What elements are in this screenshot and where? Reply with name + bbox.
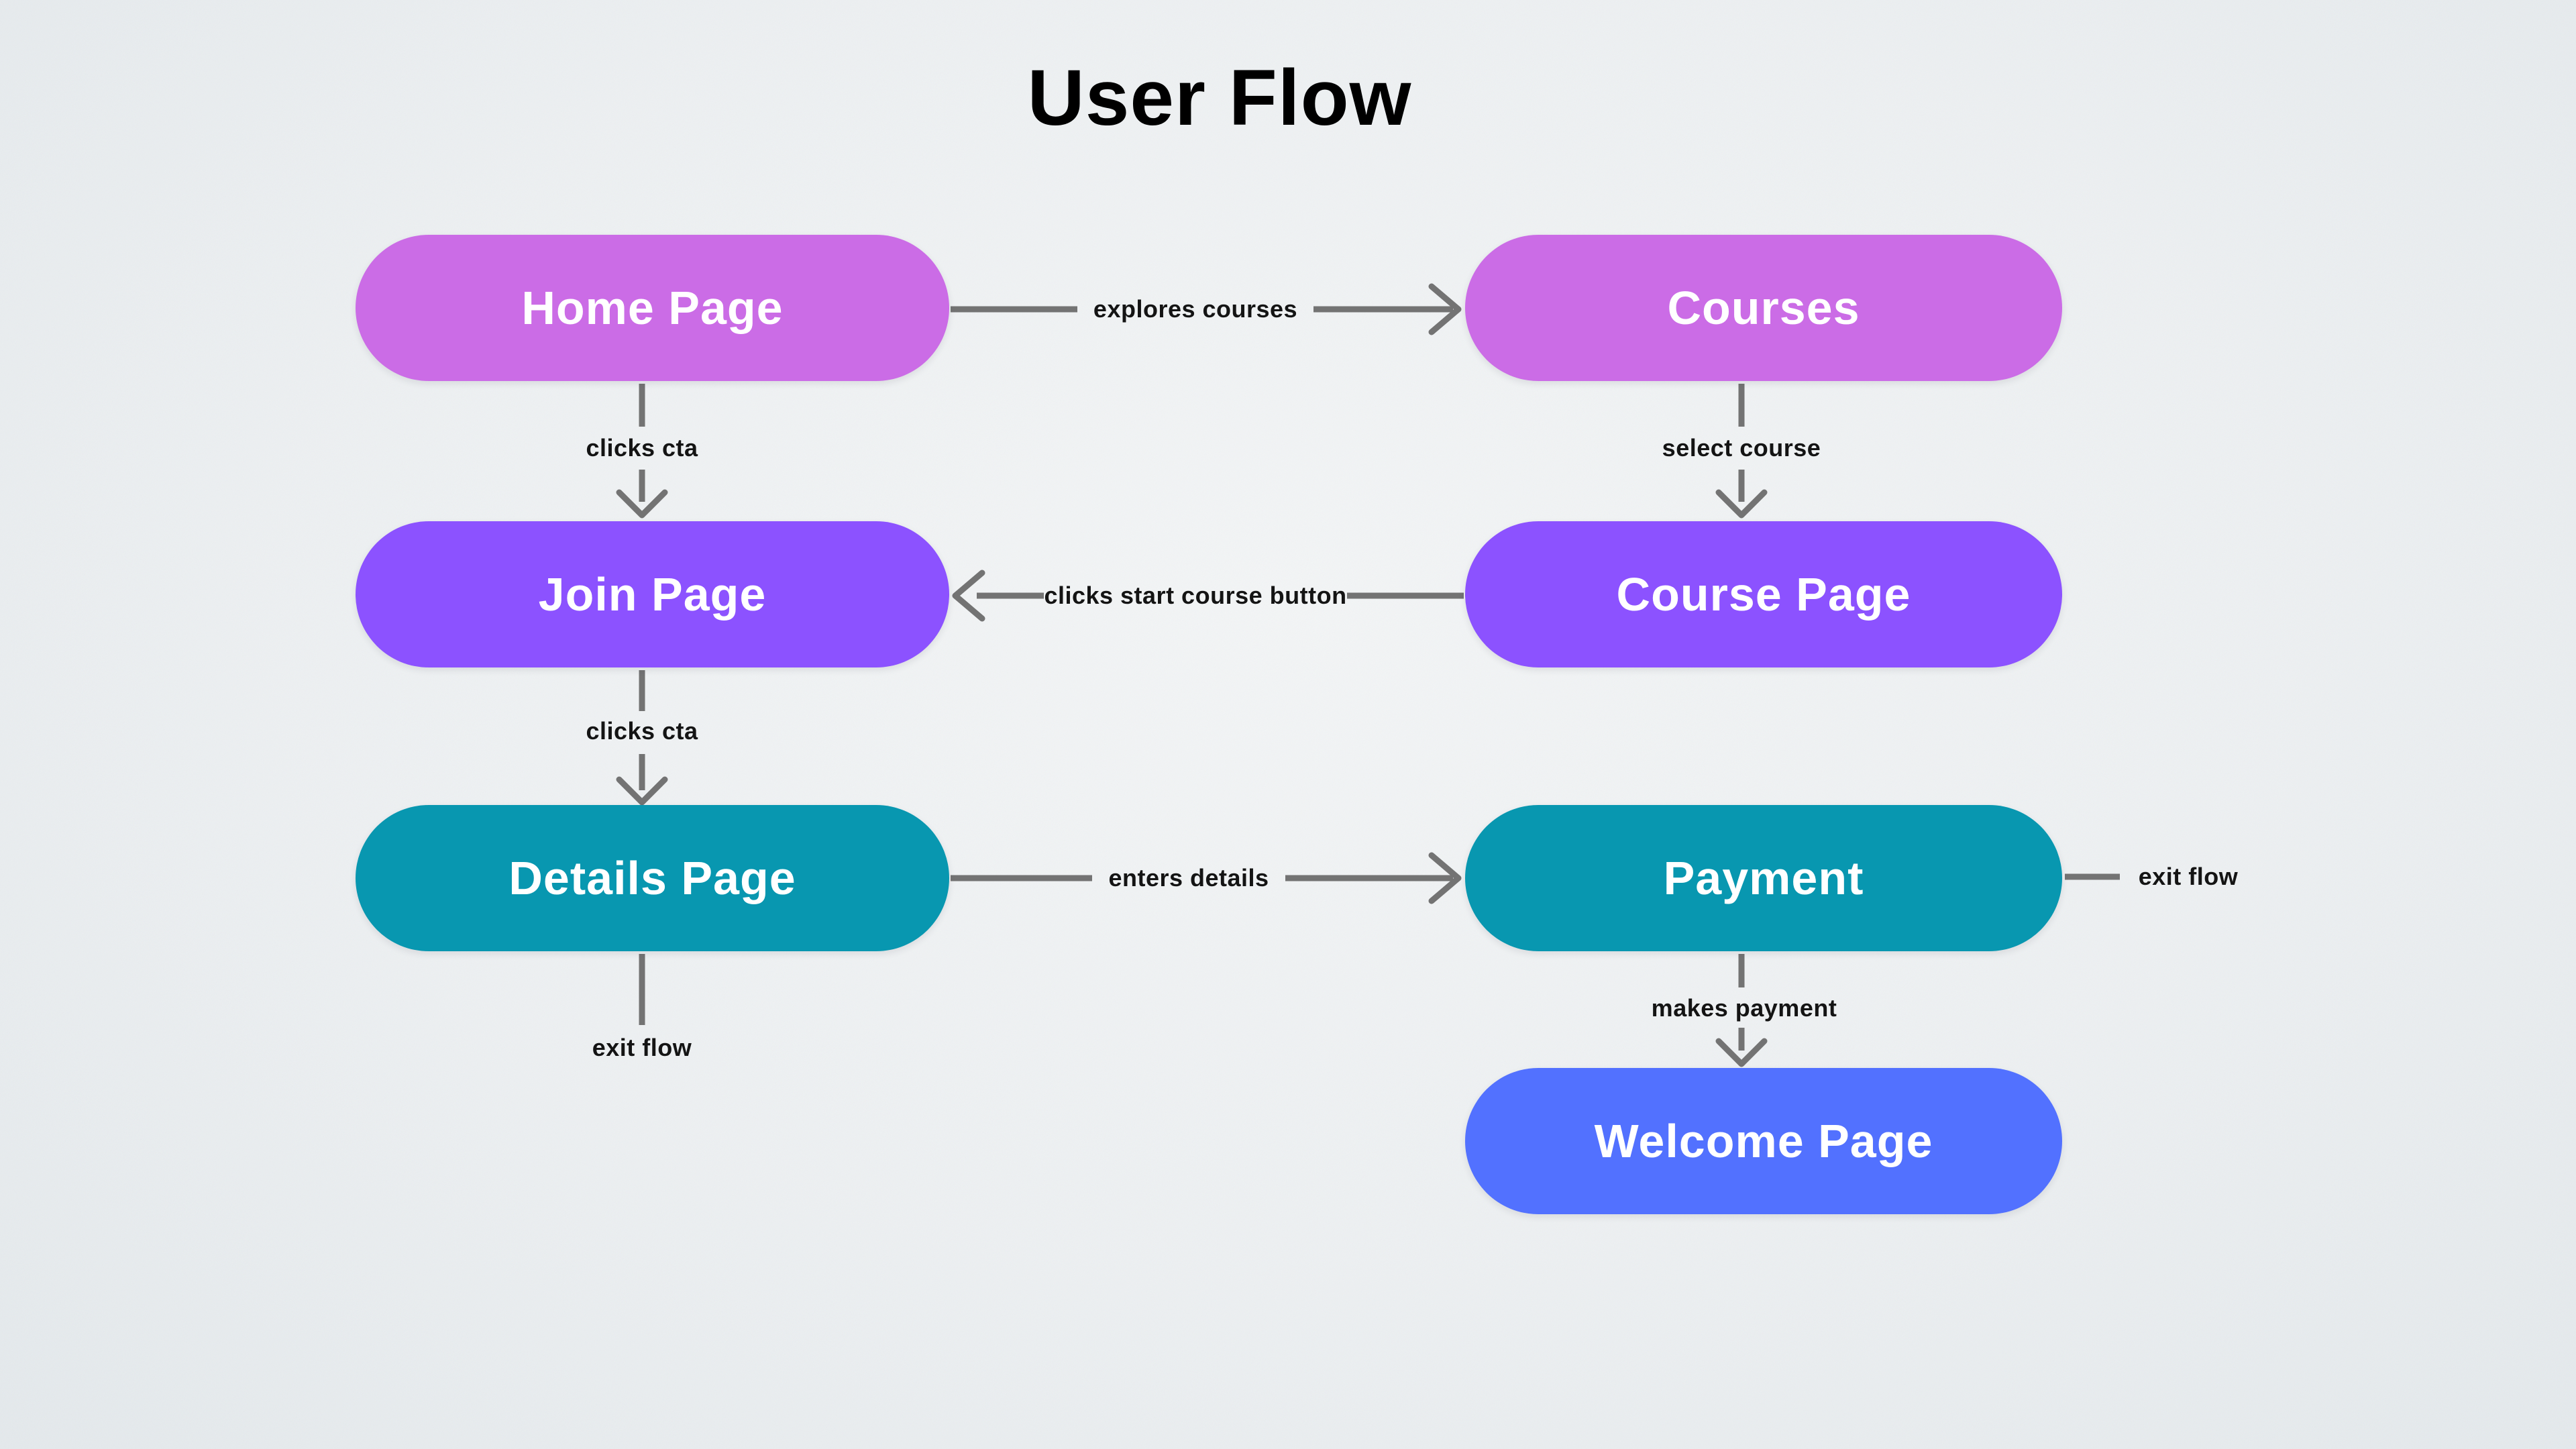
edge-course-join [952, 570, 1464, 622]
edge-label-clicks-start-course: clicks start course button [1044, 582, 1347, 609]
node-courses: Courses [1465, 235, 2062, 381]
diagram-title: User Flow [1027, 54, 1412, 142]
edge-label-explores-courses: explores courses [1093, 295, 1298, 323]
arrowhead-down-icon [616, 489, 668, 519]
edge-label-enters-details: enters details [1108, 864, 1269, 892]
node-label: Course Page [1616, 568, 1911, 621]
edge-payment-welcome [1715, 954, 1768, 1067]
node-label: Details Page [508, 852, 796, 904]
edge-label-exit-flow-right: exit flow [2138, 863, 2239, 890]
node-label: Welcome Page [1594, 1115, 1933, 1167]
edge-label-exit-flow-bottom: exit flow [592, 1034, 692, 1061]
edge-label-clicks-cta-2: clicks cta [586, 717, 698, 745]
node-payment: Payment [1465, 805, 2062, 951]
arrowhead-down-icon [616, 776, 668, 806]
arrowhead-down-icon [1715, 489, 1768, 519]
arrowhead-right-icon [1428, 283, 1462, 335]
node-join-page: Join Page [356, 521, 949, 667]
edge-label-clicks-cta-1: clicks cta [586, 434, 698, 462]
node-label: Payment [1663, 852, 1864, 904]
node-label: Home Page [521, 282, 784, 334]
node-label: Join Page [538, 568, 767, 621]
arrowhead-left-icon [952, 570, 985, 622]
edge-home-join [616, 384, 668, 519]
edge-courses-course [1715, 384, 1768, 519]
edge-details-payment [951, 852, 1462, 904]
arrowhead-right-icon [1428, 852, 1462, 904]
node-details-page: Details Page [356, 805, 949, 951]
node-label: Courses [1667, 282, 1860, 334]
edge-label-makes-payment: makes payment [1651, 994, 1837, 1022]
edge-home-courses [951, 283, 1462, 335]
edge-label-select-course: select course [1662, 434, 1821, 462]
node-home-page: Home Page [356, 235, 949, 381]
arrowhead-down-icon [1715, 1038, 1768, 1067]
node-welcome-page: Welcome Page [1465, 1068, 2062, 1214]
edge-join-details [616, 670, 668, 806]
node-course-page: Course Page [1465, 521, 2062, 667]
